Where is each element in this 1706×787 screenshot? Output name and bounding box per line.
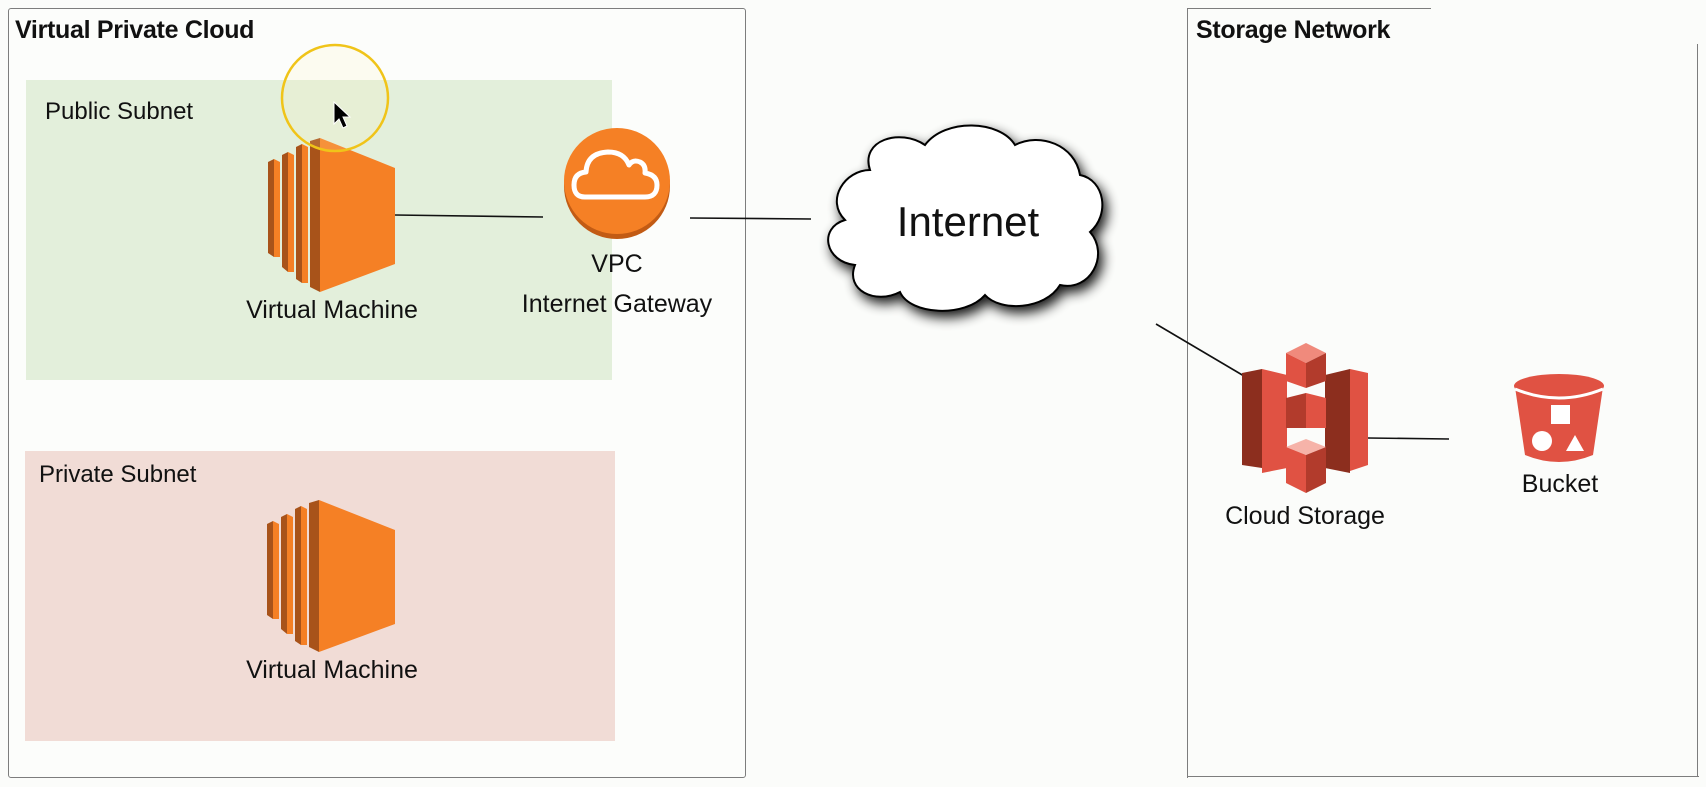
storage-network-border-top <box>1187 8 1431 9</box>
internet-cloud-icon <box>827 124 1104 312</box>
gateway-label-line2: Internet Gateway <box>521 290 713 318</box>
ec2-instance-icon <box>267 500 395 652</box>
connector-storage-to-bucket <box>1367 437 1450 440</box>
storage-network-border-right <box>1697 44 1698 777</box>
internet-label: Internet <box>896 198 1040 245</box>
cloud-storage-label: Cloud Storage <box>1225 502 1385 530</box>
internet-gateway-icon <box>564 128 670 239</box>
private-vm-label: Virtual Machine <box>246 656 418 684</box>
s3-bucket-icon <box>1514 374 1604 462</box>
mouse-pointer-icon <box>333 100 352 129</box>
public-vm-label: Virtual Machine <box>246 296 418 324</box>
connector-internet-to-storage <box>1155 323 1245 377</box>
connector-gateway-to-internet <box>689 217 812 220</box>
s3-storage-icon <box>1242 343 1368 493</box>
gateway-label-line1: VPC <box>591 250 643 278</box>
connector-vm-to-gateway <box>394 214 544 218</box>
storage-network-border-bottom <box>1187 776 1699 777</box>
storage-network-title: Storage Network <box>1196 16 1391 44</box>
bucket-label: Bucket <box>1521 470 1599 498</box>
vpc-title: Virtual Private Cloud <box>15 16 255 44</box>
public-subnet-label: Public Subnet <box>45 98 194 125</box>
private-subnet-label: Private Subnet <box>39 461 197 488</box>
ec2-instance-icon <box>268 138 395 292</box>
storage-network-container <box>1187 8 1188 778</box>
cursor-highlight <box>280 43 390 153</box>
